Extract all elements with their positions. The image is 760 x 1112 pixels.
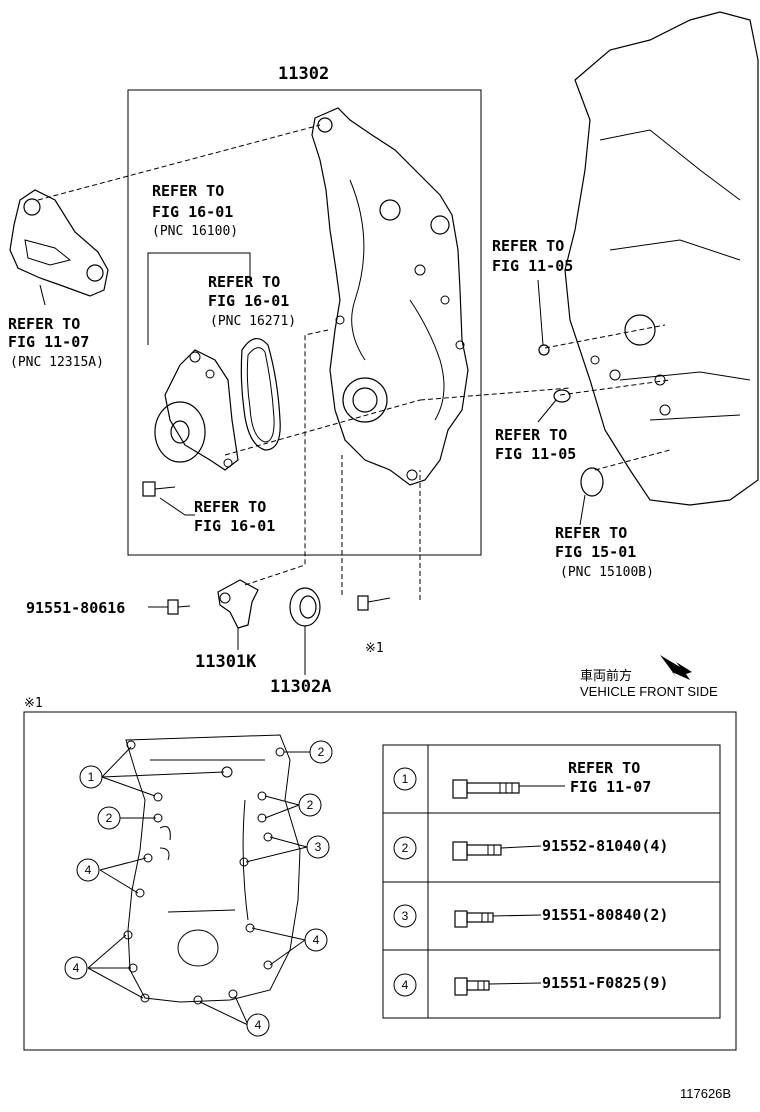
pump-ref-a-pnc: (PNC 16100) — [152, 224, 238, 239]
callout-4b[interactable]: 4 — [304, 928, 328, 952]
water-pump[interactable] — [154, 349, 239, 471]
block-ref-c-pnc: (PNC 15100B) — [560, 565, 654, 580]
legend-row-3[interactable]: 3 91551-80840(2) — [393, 904, 668, 928]
legend-num-2: 2 — [402, 841, 409, 855]
water-pump-gasket[interactable] — [240, 338, 281, 451]
legend-num-4: 4 — [402, 978, 409, 992]
bracket-ref-1: REFER TO — [8, 315, 80, 333]
bolt-91551-80616[interactable] — [167, 599, 191, 615]
assembly-frame — [127, 89, 482, 556]
block-ref-c-2: FIG 15-01 — [555, 543, 636, 561]
bracket-ref-pnc: (PNC 12315A) — [10, 355, 104, 370]
svg-text:4: 4 — [313, 933, 320, 947]
front-arrow-icon — [660, 655, 692, 680]
legend-part-2: 91552-81040(4) — [542, 837, 668, 855]
pump-leader — [224, 399, 421, 456]
svg-text:3: 3 — [315, 840, 322, 854]
bracket-leader — [37, 124, 321, 201]
part-number-11302A[interactable]: 11302A — [270, 677, 331, 697]
o-ring-large[interactable] — [580, 467, 604, 497]
o-ring-small[interactable] — [553, 389, 571, 403]
svg-text:2: 2 — [307, 798, 314, 812]
block-ref-b-1: REFER TO — [495, 426, 567, 444]
legend-num-1: 1 — [402, 772, 409, 786]
camshaft-position-sensor[interactable] — [217, 579, 259, 629]
svg-text:2: 2 — [318, 745, 325, 759]
bolt-ref-2: FIG 16-01 — [194, 517, 275, 535]
part-number-91551-80616[interactable]: 91551-80616 — [26, 599, 125, 617]
timing-chain-cover[interactable] — [311, 107, 469, 486]
engine-mount-bracket[interactable] — [9, 189, 109, 306]
front-label-en: VEHICLE FRONT SIDE — [580, 684, 718, 699]
svg-text:1: 1 — [88, 770, 95, 784]
bracket-ref-2: FIG 11-07 — [8, 333, 89, 351]
block-ref-b-2: FIG 11-05 — [495, 445, 576, 463]
legend-ref-2: FIG 11-07 — [570, 778, 651, 796]
legend-part-4: 91551-F0825(9) — [542, 974, 668, 992]
inset-holes — [123, 740, 285, 1005]
legend-row-2[interactable]: 2 91552-81040(4) — [393, 836, 668, 861]
pump-ref-a-2: FIG 16-01 — [152, 203, 233, 221]
inset-frame — [23, 711, 737, 1051]
callout-4d[interactable]: 4 — [246, 1013, 270, 1037]
bolt-ref-leader — [159, 497, 195, 516]
legend-num-3: 3 — [402, 909, 409, 923]
svg-text:4: 4 — [85, 863, 92, 877]
block-ref-a-2: FIG 11-05 — [492, 257, 573, 275]
block-ref-c-1: REFER TO — [555, 524, 627, 542]
part-number-11301K[interactable]: 11301K — [195, 652, 257, 672]
callout-2c[interactable]: 2 — [298, 793, 322, 817]
bolt-note1[interactable] — [357, 595, 391, 611]
block-ref-a-1: REFER TO — [492, 237, 564, 255]
svg-text:4: 4 — [73, 961, 80, 975]
pump-ref-a-leader — [147, 252, 251, 345]
pump-ref-b-pnc: (PNC 16271) — [210, 314, 296, 329]
front-label-jp: 車両前方 — [580, 668, 632, 683]
legend-part-3: 91551-80840(2) — [542, 906, 668, 924]
svg-text:4: 4 — [255, 1018, 262, 1032]
legend-row-4[interactable]: 4 91551-F0825(9) — [393, 973, 668, 997]
callout-lines — [87, 746, 310, 1026]
inset-mark: ※1 — [24, 696, 43, 711]
callout-2a[interactable]: 2 — [97, 806, 121, 830]
pump-bolt[interactable] — [142, 481, 176, 497]
svg-text:2: 2 — [106, 811, 113, 825]
short-bolt-icon — [454, 910, 494, 928]
sensor-leader — [244, 329, 329, 586]
legend-row-1[interactable]: 1 REFER TO FIG 11-07 — [393, 759, 651, 799]
note-mark: ※1 — [365, 641, 384, 656]
long-bolt-icon — [452, 779, 520, 799]
pump-ref-b-1: REFER TO — [208, 273, 280, 291]
cylinder-block[interactable] — [564, 11, 759, 506]
callout-1a[interactable]: 1 — [79, 765, 103, 789]
legend-table — [382, 744, 721, 1019]
dowel-pin[interactable] — [538, 344, 550, 356]
pump-ref-b-2: FIG 16-01 — [208, 292, 289, 310]
flange-bolt-icon — [454, 977, 490, 996]
oil-seal[interactable] — [289, 587, 321, 627]
legend-ref-1: REFER TO — [568, 759, 640, 777]
pump-ref-a-1: REFER TO — [152, 182, 224, 200]
callout-3a[interactable]: 3 — [306, 835, 330, 859]
callout-4a[interactable]: 4 — [76, 858, 100, 882]
callout-2b[interactable]: 2 — [309, 740, 333, 764]
figure-id: 117626B — [680, 1086, 731, 1101]
medium-bolt-icon — [452, 841, 502, 861]
part-number-11302[interactable]: 11302 — [278, 64, 329, 84]
callout-4c[interactable]: 4 — [64, 956, 88, 980]
inset-cover-outline — [125, 734, 301, 1003]
bolt-ref-1: REFER TO — [194, 498, 266, 516]
